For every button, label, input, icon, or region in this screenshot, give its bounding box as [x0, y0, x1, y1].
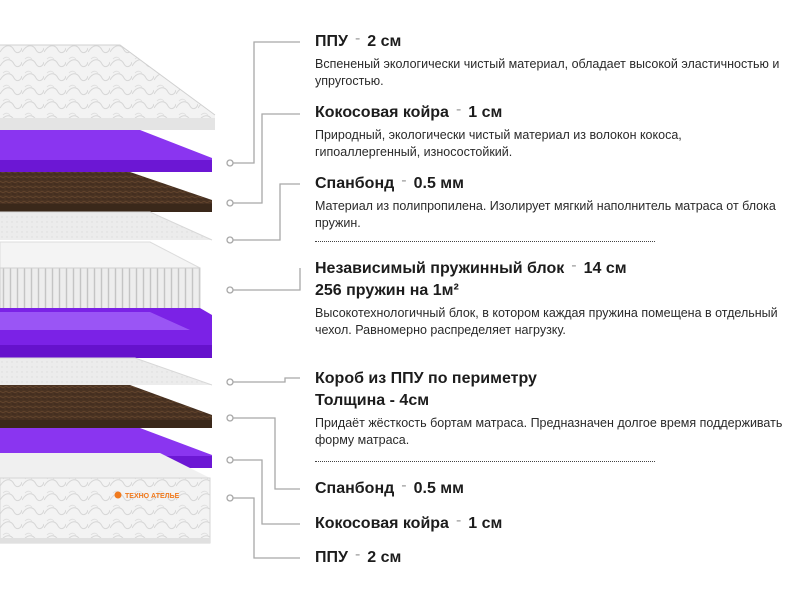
layer-name: ППУ — [315, 33, 348, 50]
layer-value: 1 см — [468, 104, 503, 121]
divider — [315, 241, 655, 242]
layer-description: Материал из полипропилена. Изолирует мяг… — [315, 199, 776, 230]
layer-item-spring-block: Независимый пружинный блок-14 см 256 пру… — [315, 257, 785, 339]
divider — [315, 461, 655, 462]
layer-value: 0.5 мм — [413, 480, 464, 497]
layer-title: Кокосовая койра-1 см — [315, 512, 785, 535]
svg-text:ТЕХНО АТЕЛЬЕ: ТЕХНО АТЕЛЬЕ — [125, 493, 180, 500]
layer-subtitle: Толщина - 4см — [315, 392, 430, 409]
separator: - — [354, 546, 361, 563]
layer-name: Спанбонд — [315, 480, 395, 497]
layer-item-ppu-top: ППУ-2 см Вспененый экологически чистый м… — [315, 30, 785, 90]
layer-value: 14 см — [583, 260, 627, 277]
layer-title: Короб из ППУ по периметру — [315, 368, 785, 390]
layer-value: 2 см — [367, 33, 402, 50]
layer-subtitle: 256 пружин на 1м² — [315, 282, 459, 299]
layer-name: Независимый пружинный блок — [315, 260, 565, 277]
layer-title: Спанбонд-0.5 мм — [315, 172, 785, 195]
separator: - — [455, 512, 462, 529]
layer-coir-top — [0, 172, 212, 212]
layer-item-ppu-bottom: ППУ-2 см — [315, 546, 785, 569]
separator: - — [455, 101, 462, 118]
layer-top-ppu — [0, 44, 216, 130]
layer-name: ППУ — [315, 549, 348, 566]
layer-value: 1 см — [468, 515, 503, 532]
layer-item-coir-bottom: Кокосовая койра-1 см — [315, 512, 785, 535]
layer-perimeter-box — [0, 308, 212, 358]
layer-description: Высокотехнологичный блок, в котором кажд… — [315, 306, 778, 337]
layer-purple-ppu-top — [0, 130, 212, 172]
layer-value: 0.5 мм — [413, 175, 464, 192]
separator: - — [571, 257, 577, 274]
layer-spring-block — [0, 241, 201, 311]
layer-item-coir-top: Кокосовая койра-1 см Природный, экологич… — [315, 101, 785, 161]
layer-title: ППУ-2 см — [315, 546, 785, 569]
layer-spunbond-top — [0, 211, 213, 241]
layer-title: Спанбонд-0.5 мм — [315, 477, 785, 500]
layer-title: ППУ-2 см — [315, 30, 785, 53]
layer-value: 2 см — [367, 549, 402, 566]
layer-name: Кокосовая койра — [315, 515, 449, 532]
layer-title: Кокосовая койра-1 см — [315, 101, 785, 124]
layer-spunbond-bottom — [0, 357, 213, 386]
separator: - — [401, 172, 407, 189]
separator: - — [354, 30, 361, 47]
mattress-illustration: ТЕХНО АТЕЛЬЕ — [0, 44, 216, 544]
layer-name: Короб из ППУ по периметру — [315, 370, 537, 387]
layer-description: Природный, экологически чистый материал … — [315, 128, 682, 159]
layer-item-spunbond-top: Спанбонд-0.5 мм Материал из полипропилен… — [315, 172, 785, 232]
layer-description: Вспененый экологически чистый материал, … — [315, 57, 780, 88]
layer-name: Кокосовая койра — [315, 104, 449, 121]
layer-bottom-base — [0, 453, 211, 544]
layer-coir-bottom — [0, 385, 212, 428]
layer-item-perimeter-box: Короб из ППУ по периметру Толщина - 4см … — [315, 368, 785, 449]
layer-title: Независимый пружинный блок-14 см — [315, 257, 785, 280]
brand-logo: ТЕХНО АТЕЛЬЕ — [114, 491, 180, 500]
layer-description: Придаёт жёсткость бортам матраса. Предна… — [315, 416, 783, 447]
separator: - — [401, 477, 407, 494]
layer-item-spunbond-bottom: Спанбонд-0.5 мм — [315, 477, 785, 500]
layer-name: Спанбонд — [315, 175, 395, 192]
